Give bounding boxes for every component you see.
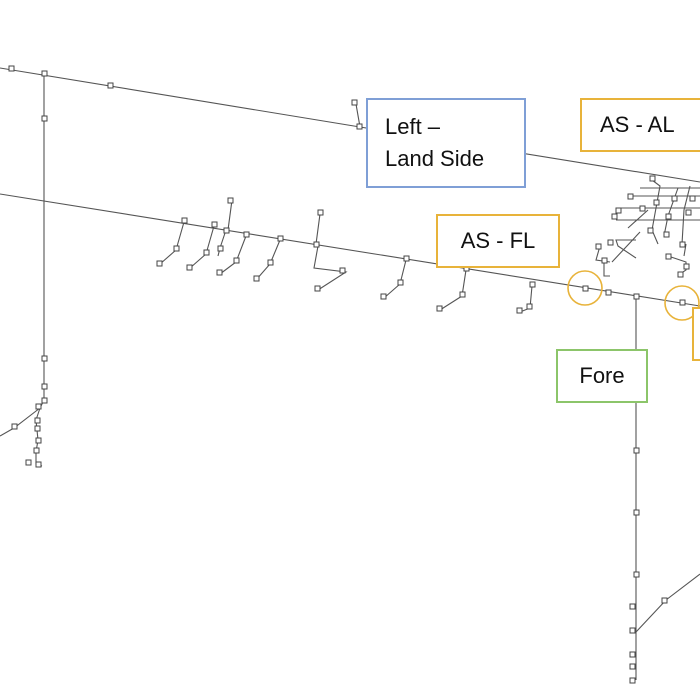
right-lower-branch (635, 573, 700, 633)
lower-main-pipe (0, 193, 700, 307)
node (397, 279, 404, 286)
node (595, 243, 602, 250)
node (665, 213, 672, 220)
node (173, 245, 180, 252)
node (629, 627, 636, 634)
node (607, 239, 614, 246)
node (661, 597, 668, 604)
node (8, 65, 15, 72)
node (633, 293, 640, 300)
node (529, 281, 536, 288)
node (647, 227, 654, 234)
highlight-circle (567, 270, 603, 306)
node (277, 235, 284, 242)
node (216, 269, 223, 276)
node (629, 663, 636, 670)
node (459, 291, 466, 298)
node (33, 447, 40, 454)
node (639, 205, 646, 212)
as-fl-label: AS - FL (436, 214, 560, 268)
node (665, 253, 672, 260)
node (679, 241, 686, 248)
node (611, 213, 618, 220)
node (627, 193, 634, 200)
node (211, 221, 218, 228)
node (356, 123, 363, 130)
node (629, 677, 636, 684)
upper-riser (355, 103, 361, 128)
node (649, 175, 656, 182)
node (339, 267, 346, 274)
node (671, 195, 678, 202)
node (243, 231, 250, 238)
node (615, 207, 622, 214)
node (685, 209, 692, 216)
left-drop-branch (0, 407, 43, 467)
node (35, 461, 42, 468)
node (11, 423, 18, 430)
node (35, 403, 42, 410)
node (663, 231, 670, 238)
node (227, 197, 234, 204)
node (403, 255, 410, 262)
node (526, 303, 533, 310)
node (217, 245, 224, 252)
node (351, 99, 358, 106)
node (34, 425, 41, 432)
node (633, 447, 640, 454)
node (629, 603, 636, 610)
fore-label: Fore (556, 349, 648, 403)
node (181, 217, 188, 224)
node (436, 305, 443, 312)
cropped-label-box (692, 307, 700, 361)
node (629, 651, 636, 658)
node (34, 417, 41, 424)
node (253, 275, 260, 282)
node (677, 271, 684, 278)
node (41, 355, 48, 362)
node (689, 195, 696, 202)
left-land-side-line1: Left – (385, 114, 441, 139)
left-land-side-line2: Land Side (385, 146, 485, 171)
node (633, 571, 640, 578)
node (41, 397, 48, 404)
node (25, 459, 32, 466)
node (156, 260, 163, 267)
node (41, 115, 48, 122)
node (267, 259, 274, 266)
node (223, 227, 230, 234)
node (314, 285, 321, 292)
node (679, 299, 686, 306)
node (35, 437, 42, 444)
node (107, 82, 114, 89)
node (41, 383, 48, 390)
left-land-side-label: Left – Land Side (366, 98, 526, 188)
node (317, 209, 324, 216)
node (233, 257, 240, 264)
node (653, 199, 660, 206)
node (380, 293, 387, 300)
node (186, 264, 193, 271)
as-al-label: AS - AL (580, 98, 700, 152)
node (516, 307, 523, 314)
node (683, 263, 690, 270)
node (601, 257, 608, 264)
node (203, 249, 210, 256)
node (633, 509, 640, 516)
highlight-circle (664, 285, 700, 321)
node (313, 241, 320, 248)
node (605, 289, 612, 296)
node (582, 285, 589, 292)
node (41, 70, 48, 77)
